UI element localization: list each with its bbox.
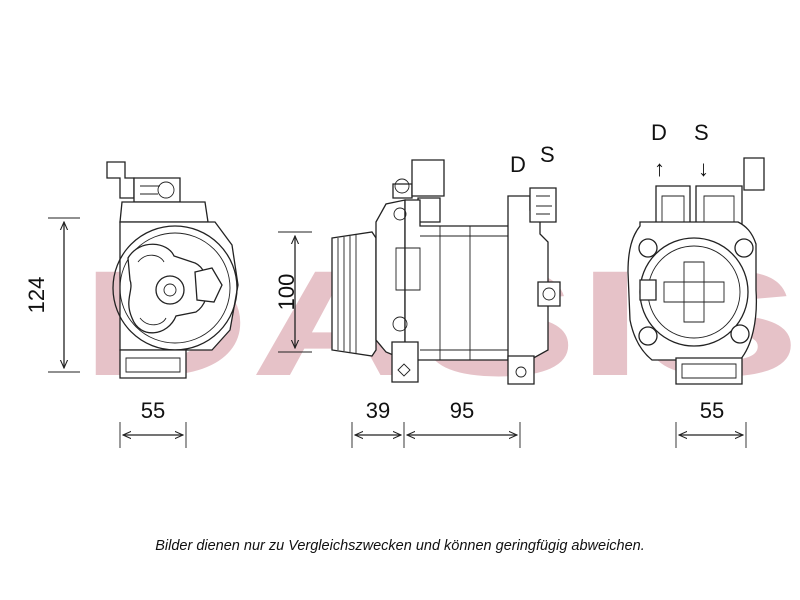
- rear-view: [627, 157, 765, 385]
- rear-width-dimension: 55: [675, 398, 747, 448]
- side-port-d-label: D: [510, 152, 526, 177]
- rear-port-s-label: S: [694, 120, 709, 145]
- rear-width-label: 55: [700, 398, 724, 423]
- side-pulley-width-label: 39: [366, 398, 390, 423]
- front-height-dimension: 124: [24, 217, 80, 373]
- front-width-label: 55: [141, 398, 165, 423]
- rear-arrow-down: ↓: [698, 156, 709, 181]
- rear-port-d-label: D: [651, 120, 667, 145]
- front-width-dimension: 55: [119, 398, 187, 448]
- side-height-label: 100: [274, 274, 299, 311]
- side-port-s-label: S: [540, 142, 555, 167]
- side-width-dimensions: 39 95: [351, 398, 521, 448]
- rear-arrow-up: ↑: [654, 156, 665, 181]
- front-view: [106, 161, 239, 379]
- disclaimer-caption: Bilder dienen nur zu Vergleichszwecken u…: [155, 538, 645, 554]
- side-view: [331, 159, 561, 385]
- side-height-dimension: 100: [274, 231, 312, 353]
- front-height-label: 124: [24, 277, 49, 314]
- side-body-width-label: 95: [450, 398, 474, 423]
